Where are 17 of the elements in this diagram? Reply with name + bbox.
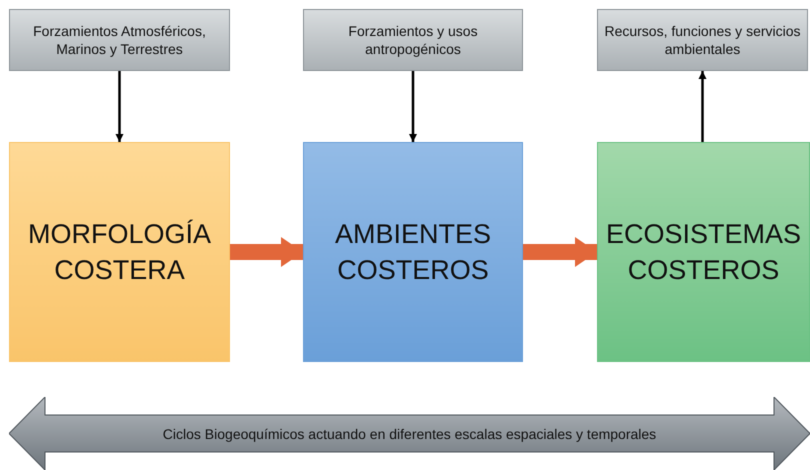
- box-title: MORFOLOGÍA COSTERA: [26, 218, 212, 287]
- box-label: Forzamientos y usos antropogénicos: [347, 22, 479, 58]
- input-box: [597, 9, 808, 71]
- band-label: Ciclos Biogeoquímicos actuando en diferentes escalas espaciales y temporales: [162, 426, 656, 442]
- process-box: [9, 142, 230, 362]
- box-title: ECOSISTEMAS COSTEROS: [604, 218, 802, 287]
- box-title: AMBIENTES COSTEROS: [334, 218, 492, 287]
- process-box: [303, 142, 523, 362]
- input-box: [303, 9, 523, 71]
- box-label: Recursos, funciones y servicios ambientales: [604, 22, 801, 58]
- arrow: [409, 71, 417, 142]
- arrow: [698, 71, 706, 142]
- input-box: [9, 9, 230, 71]
- process-box: [597, 142, 810, 362]
- double-arrow-band: [9, 397, 810, 470]
- arrow: [116, 71, 124, 142]
- box-label: Forzamientos Atmosféricos, Marinos y Terrestres: [32, 22, 207, 58]
